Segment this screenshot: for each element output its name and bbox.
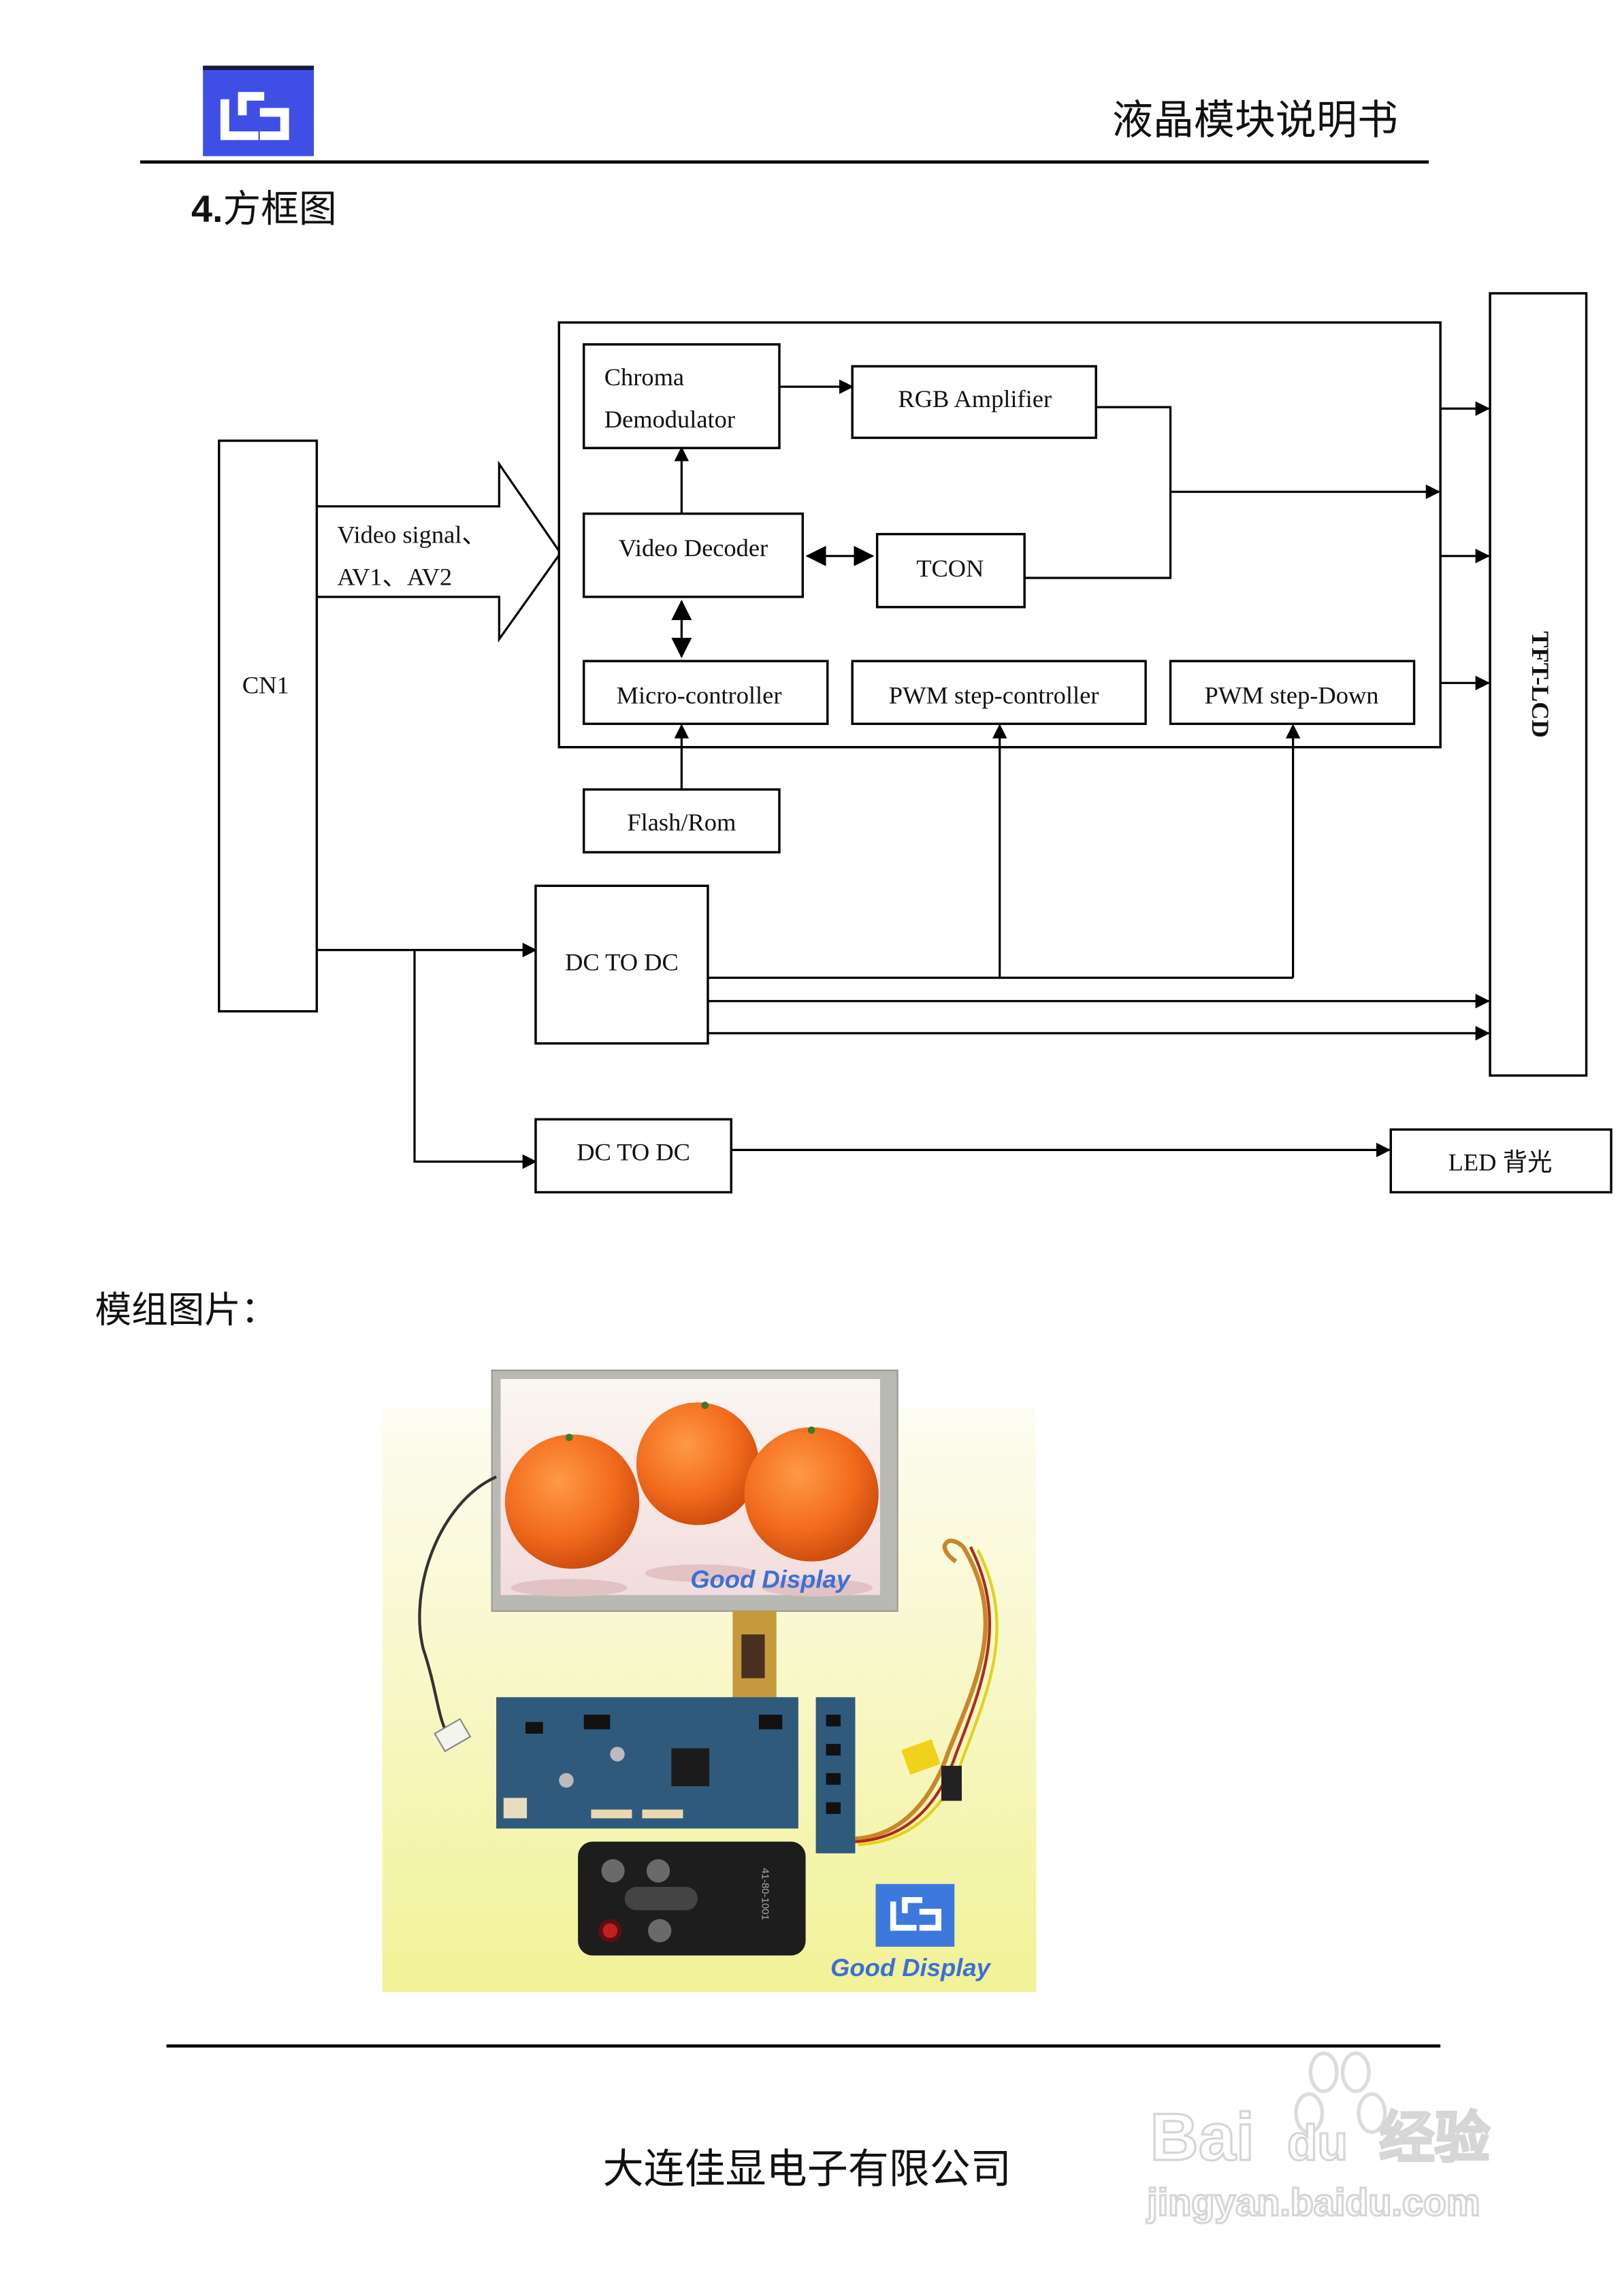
cn1-label: CN1	[242, 671, 289, 698]
tcon-block	[875, 532, 1026, 609]
pwm-step-down-block	[1169, 660, 1416, 726]
key-board-image	[815, 1697, 856, 1854]
pwm-step-controller-block	[851, 660, 1147, 726]
baidu-watermark: Bai du 经验 jingyan.baidu.com	[1146, 2051, 1491, 2225]
dc-to-dc-label-2: DC TO DC	[577, 1138, 690, 1165]
chroma-demodulator-block	[582, 343, 781, 449]
svg-text:4.方框图: 4.方框图	[191, 188, 337, 231]
dc-to-dc-block-2	[534, 1118, 732, 1194]
video-input-arrow	[317, 460, 562, 643]
tft-lcd-label: TFT-LCD	[1527, 631, 1554, 738]
orange-1	[504, 1434, 640, 1569]
input-arrow-label-line1: Video signal、	[337, 521, 486, 549]
micro-controller-label: Micro-controller	[617, 681, 782, 709]
company-name: 大连佳显电子有限公司	[603, 2147, 1011, 2192]
lcd-panel-image: Good Display	[491, 1370, 898, 1612]
brand-logo-bottom	[875, 1883, 955, 1947]
rgb-amplifier-block	[851, 365, 1097, 439]
watermark-du: du	[1287, 2116, 1348, 2171]
rgb-amplifier-label: RGB Amplifier	[898, 385, 1052, 413]
driver-board-image	[496, 1697, 798, 1829]
screen-brand-text: Good Display	[690, 1566, 852, 1594]
block-diagram: CN1 Video signal、 AV1、AV2 Chroma Demodul…	[218, 292, 1613, 1194]
dc-to-dc-block-1	[534, 884, 709, 1045]
tft-lcd-block	[1489, 292, 1588, 1077]
section-number: 4.	[191, 188, 223, 230]
led-backlight-block	[1389, 1128, 1613, 1194]
led-backlight-label: LED 背光	[1448, 1148, 1553, 1176]
header: 液晶模块说明书	[140, 65, 1429, 164]
tcon-label: TCON	[916, 555, 984, 582]
cn1-to-dcdc2-line	[413, 950, 538, 1169]
flash-rom-block	[582, 788, 781, 854]
cn1-block	[218, 439, 319, 1013]
pwm-step-controller-label: PWM step-controller	[889, 681, 1099, 709]
chroma-label-1: Chroma	[604, 363, 684, 391]
backlight-cable	[418, 1475, 497, 1738]
watermark-url: jingyan.baidu.com	[1146, 2181, 1480, 2223]
remote-control-image: 41-80-1001	[578, 1841, 806, 1956]
document-title: 液晶模块说明书	[1112, 98, 1398, 143]
video-decoder-block	[582, 512, 804, 598]
watermark-brand: Bai	[1150, 2099, 1254, 2174]
photo-section-title: 模组图片：	[95, 1289, 278, 1330]
pwm-step-down-label: PWM step-Down	[1204, 681, 1378, 709]
wire-harness	[855, 1538, 988, 1841]
video-decoder-label: Video Decoder	[619, 534, 768, 562]
section-title: 方框图	[223, 189, 336, 231]
micro-controller-block	[582, 660, 829, 726]
bottom-brand-text: Good Display	[830, 1954, 992, 1982]
chroma-label-2: Demodulator	[604, 406, 735, 433]
input-arrow-label-line2: AV1、AV2	[337, 564, 452, 591]
remote-model-text: 41-80-1001	[759, 1868, 771, 1920]
dc-to-dc-label-1: DC TO DC	[565, 949, 679, 976]
watermark-cn: 经验	[1379, 2107, 1490, 2169]
orange-2	[636, 1402, 759, 1525]
section-heading: 4.方框图	[191, 188, 337, 231]
flash-rom-label: Flash/Rom	[627, 809, 736, 836]
company-logo	[203, 65, 314, 157]
module-photo: Good Display	[382, 1370, 1037, 1992]
orange-3	[744, 1427, 879, 1562]
